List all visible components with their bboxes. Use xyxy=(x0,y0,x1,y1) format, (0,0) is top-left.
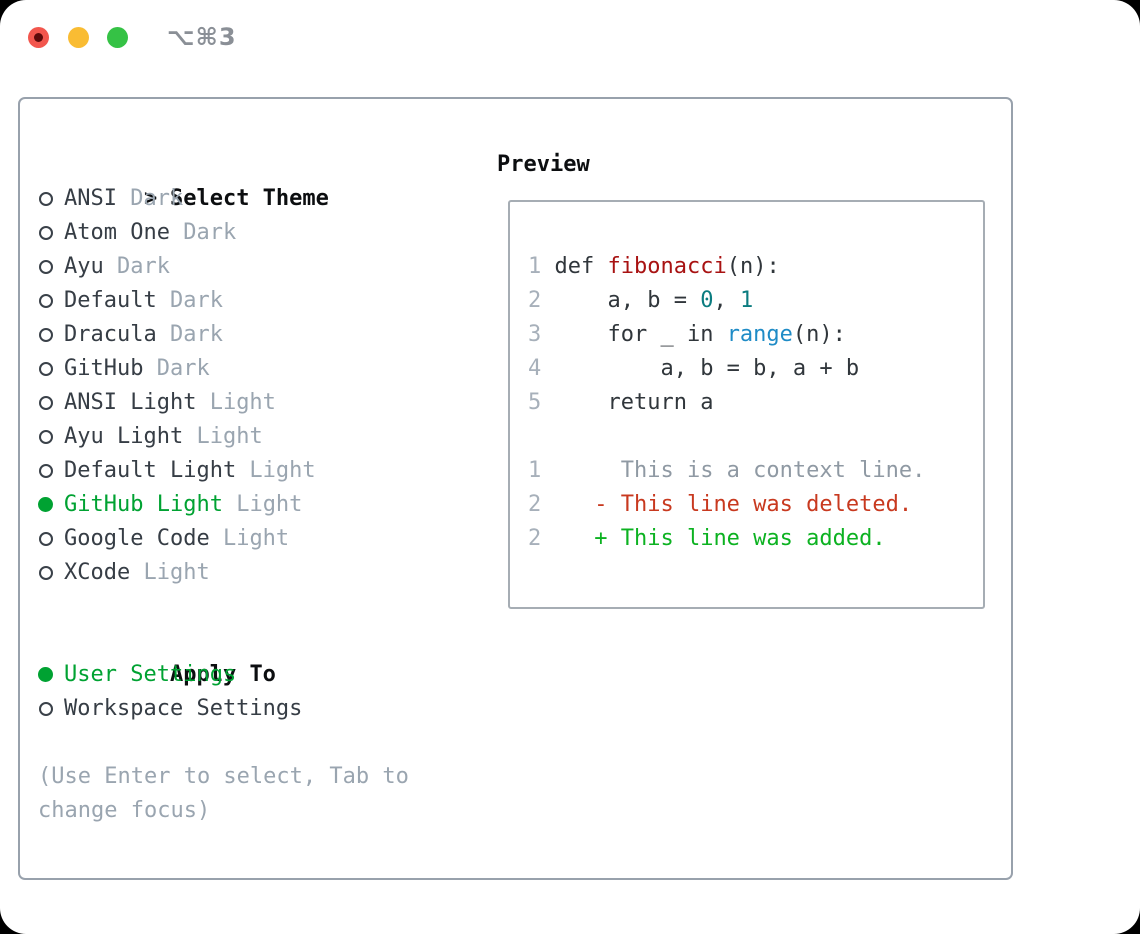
theme-name: Google Code xyxy=(64,526,210,551)
code-line-4: 4 a, b = b, a + b xyxy=(528,356,860,381)
theme-variant-tag: Dark xyxy=(143,356,210,381)
theme-variant-tag: Light xyxy=(209,526,290,551)
theme-name: Default xyxy=(64,288,157,313)
close-button[interactable] xyxy=(28,27,49,48)
theme-variant-tag: Light xyxy=(236,458,316,483)
theme-option-ayu-light[interactable]: Ayu Light Light xyxy=(38,420,329,454)
theme-option-default-light[interactable]: Default Light Light xyxy=(38,454,329,488)
theme-option-xcode[interactable]: XCode Light xyxy=(38,556,329,590)
apply-option-label: User Settings xyxy=(64,662,237,687)
theme-variant-tag: Light xyxy=(130,560,210,585)
help-line-2: change focus) xyxy=(38,798,211,823)
theme-name: XCode xyxy=(64,560,131,585)
apply-to-heading: Apply To xyxy=(38,624,302,687)
close-dot-icon xyxy=(34,33,43,42)
cursor-marker-icon: > xyxy=(143,186,158,211)
code-line-1: 1 def fibonacci(n): xyxy=(528,254,780,279)
preview-box: 1 def fibonacci(n): 2 a, b = 0, 1 3 for _ … xyxy=(508,200,985,609)
minimize-button[interactable] xyxy=(68,27,89,48)
theme-option-ayu[interactable]: Ayu Dark xyxy=(38,250,329,284)
theme-name: GitHub Light xyxy=(64,492,223,517)
radio-icon xyxy=(38,556,64,590)
theme-variant-tag: Light xyxy=(183,424,263,449)
diff-added-line: 2 + This line was added. xyxy=(528,526,886,551)
theme-variant-tag: Dark xyxy=(156,322,223,347)
radio-icon xyxy=(38,692,64,726)
apply-option-workspace-settings[interactable]: Workspace Settings xyxy=(38,692,302,726)
radio-icon xyxy=(38,250,64,284)
theme-option-ansi-light[interactable]: ANSI Light Light xyxy=(38,386,329,420)
select-theme-heading: > Select Theme xyxy=(38,148,329,211)
theme-variant-tag: Dark xyxy=(103,254,170,279)
window-titlebar: ⌥⌘3 xyxy=(0,0,1140,74)
theme-option-github[interactable]: GitHub Dark xyxy=(38,352,329,386)
theme-variant-tag: Light xyxy=(196,390,276,415)
theme-variant-tag: Dark xyxy=(156,288,223,313)
theme-name: Default Light xyxy=(64,458,237,483)
diff-deleted-line: 2 - This line was deleted. xyxy=(528,492,913,517)
theme-option-atom-one[interactable]: Atom One Dark xyxy=(38,216,329,250)
theme-name: Ayu xyxy=(64,254,104,279)
select-theme-title: Select Theme xyxy=(169,186,329,211)
theme-name: GitHub xyxy=(64,356,144,381)
help-line-1: (Use Enter to select, Tab to xyxy=(38,764,409,789)
diff-context-line: 1 This is a context line. xyxy=(528,458,926,483)
code-line-5: 5 return a xyxy=(528,390,714,415)
code-line-3: 3 for _ in range(n): xyxy=(528,322,846,347)
radio-selected-icon xyxy=(38,658,64,692)
radio-selected-icon xyxy=(38,488,64,522)
radio-icon xyxy=(38,386,64,420)
radio-icon xyxy=(38,318,64,352)
theme-option-ansi[interactable]: ANSI Dark xyxy=(38,182,329,216)
theme-option-default[interactable]: Default Dark xyxy=(38,284,329,318)
radio-icon xyxy=(38,182,64,216)
apply-option-label: Workspace Settings xyxy=(64,696,303,721)
theme-name: ANSI Light xyxy=(64,390,197,415)
theme-variant-tag: Dark xyxy=(116,186,184,211)
radio-icon xyxy=(38,352,64,386)
help-text: (Use Enter to select, Tab to change focu… xyxy=(38,760,409,828)
radio-icon xyxy=(38,522,64,556)
zoom-button[interactable] xyxy=(107,27,128,48)
theme-name: Atom One xyxy=(64,220,170,245)
blank-line xyxy=(528,420,983,454)
apply-to-title: Apply To xyxy=(169,662,276,687)
theme-option-google-code[interactable]: Google Code Light xyxy=(38,522,329,556)
radio-icon xyxy=(38,216,64,250)
theme-variant-tag: Light xyxy=(222,492,303,517)
theme-name: Dracula xyxy=(64,322,157,347)
theme-name: Ayu Light xyxy=(64,424,184,449)
theme-option-github-light[interactable]: GitHub Light Light xyxy=(38,488,329,522)
theme-variant-tag: Dark xyxy=(169,220,237,245)
theme-name: ANSI xyxy=(64,186,117,211)
preview-title: Preview xyxy=(497,152,590,177)
window-shortcut-title: ⌥⌘3 xyxy=(167,23,237,51)
theme-option-dracula[interactable]: Dracula Dark xyxy=(38,318,329,352)
apply-option-user-settings[interactable]: User Settings xyxy=(38,658,302,692)
radio-icon xyxy=(38,420,64,454)
code-line-2: 2 a, b = 0, 1 xyxy=(528,288,754,313)
radio-icon xyxy=(38,454,64,488)
radio-icon xyxy=(38,284,64,318)
